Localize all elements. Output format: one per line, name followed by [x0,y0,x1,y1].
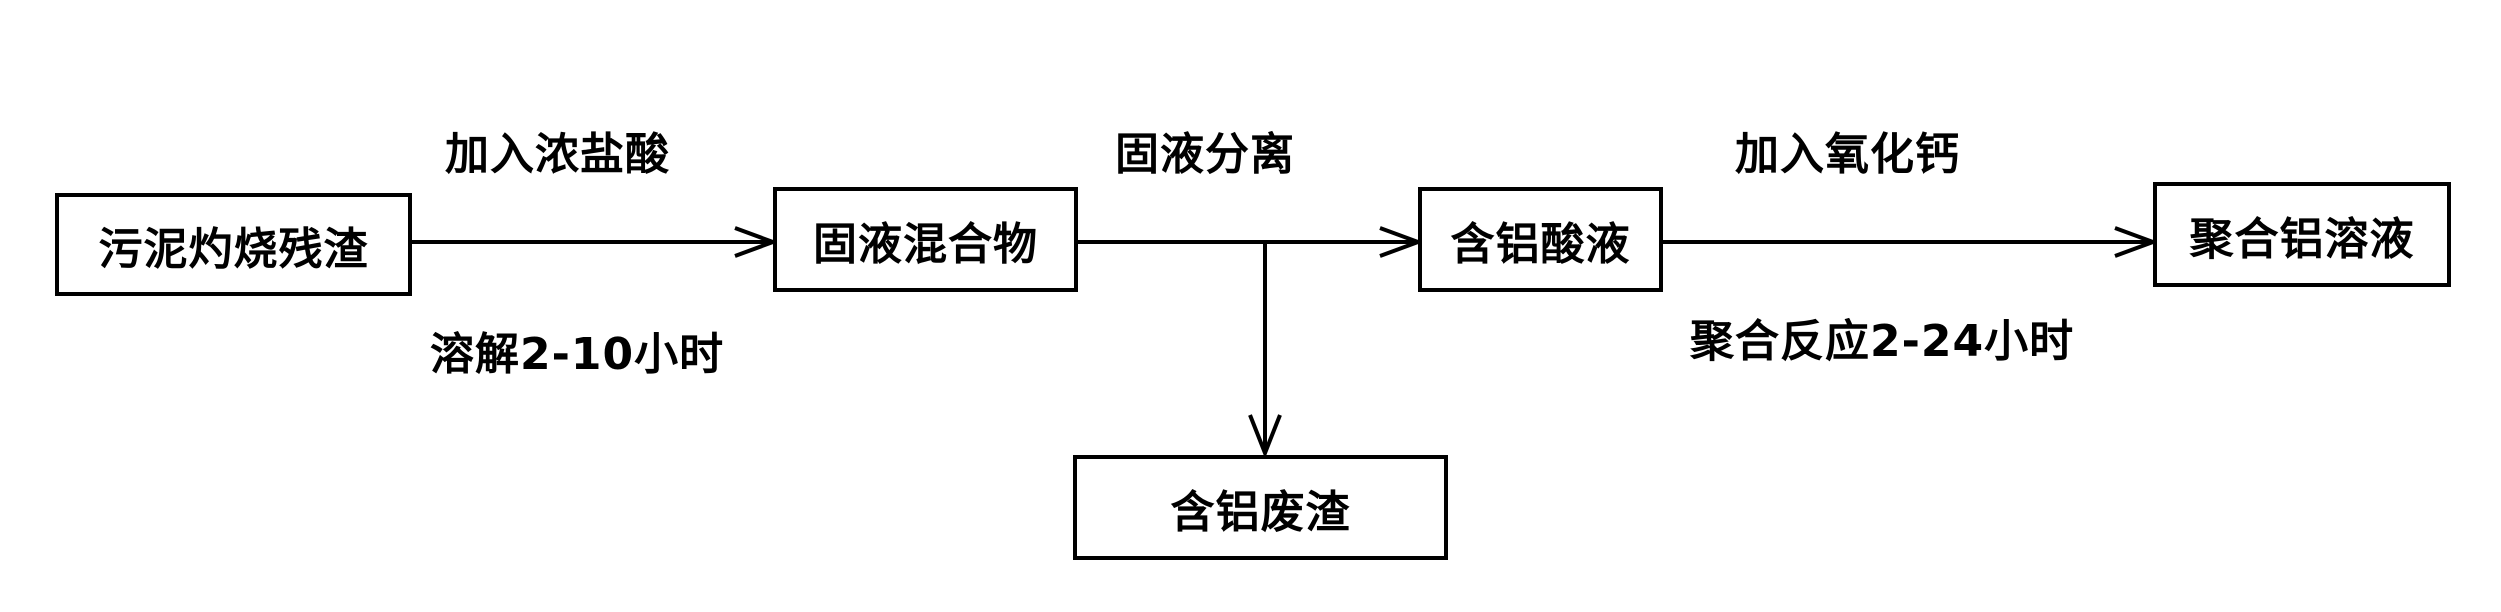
node-polyaluminum-solution: 聚合铝溶液 [2153,182,2451,287]
label-add-cao: 加入氧化钙 [1735,129,1960,180]
label-add-hcl: 加入浓盐酸 [445,129,670,180]
label-polymerize-time: 聚合反应2-24小时 [1690,316,2075,367]
label-separation: 固液分离 [1115,129,1295,180]
label-dissolve-time: 溶解2-10小时 [430,329,725,380]
node-aluminum-acid-liquid: 含铝酸液 [1418,187,1663,292]
node-solid-liquid-mixture: 固液混合物 [773,187,1078,292]
node-aluminum-waste-residue: 含铝废渣 [1073,455,1448,560]
arrowhead-to-waste [1248,414,1282,459]
node-sludge-residue: 污泥灼烧残渣 [55,193,412,296]
